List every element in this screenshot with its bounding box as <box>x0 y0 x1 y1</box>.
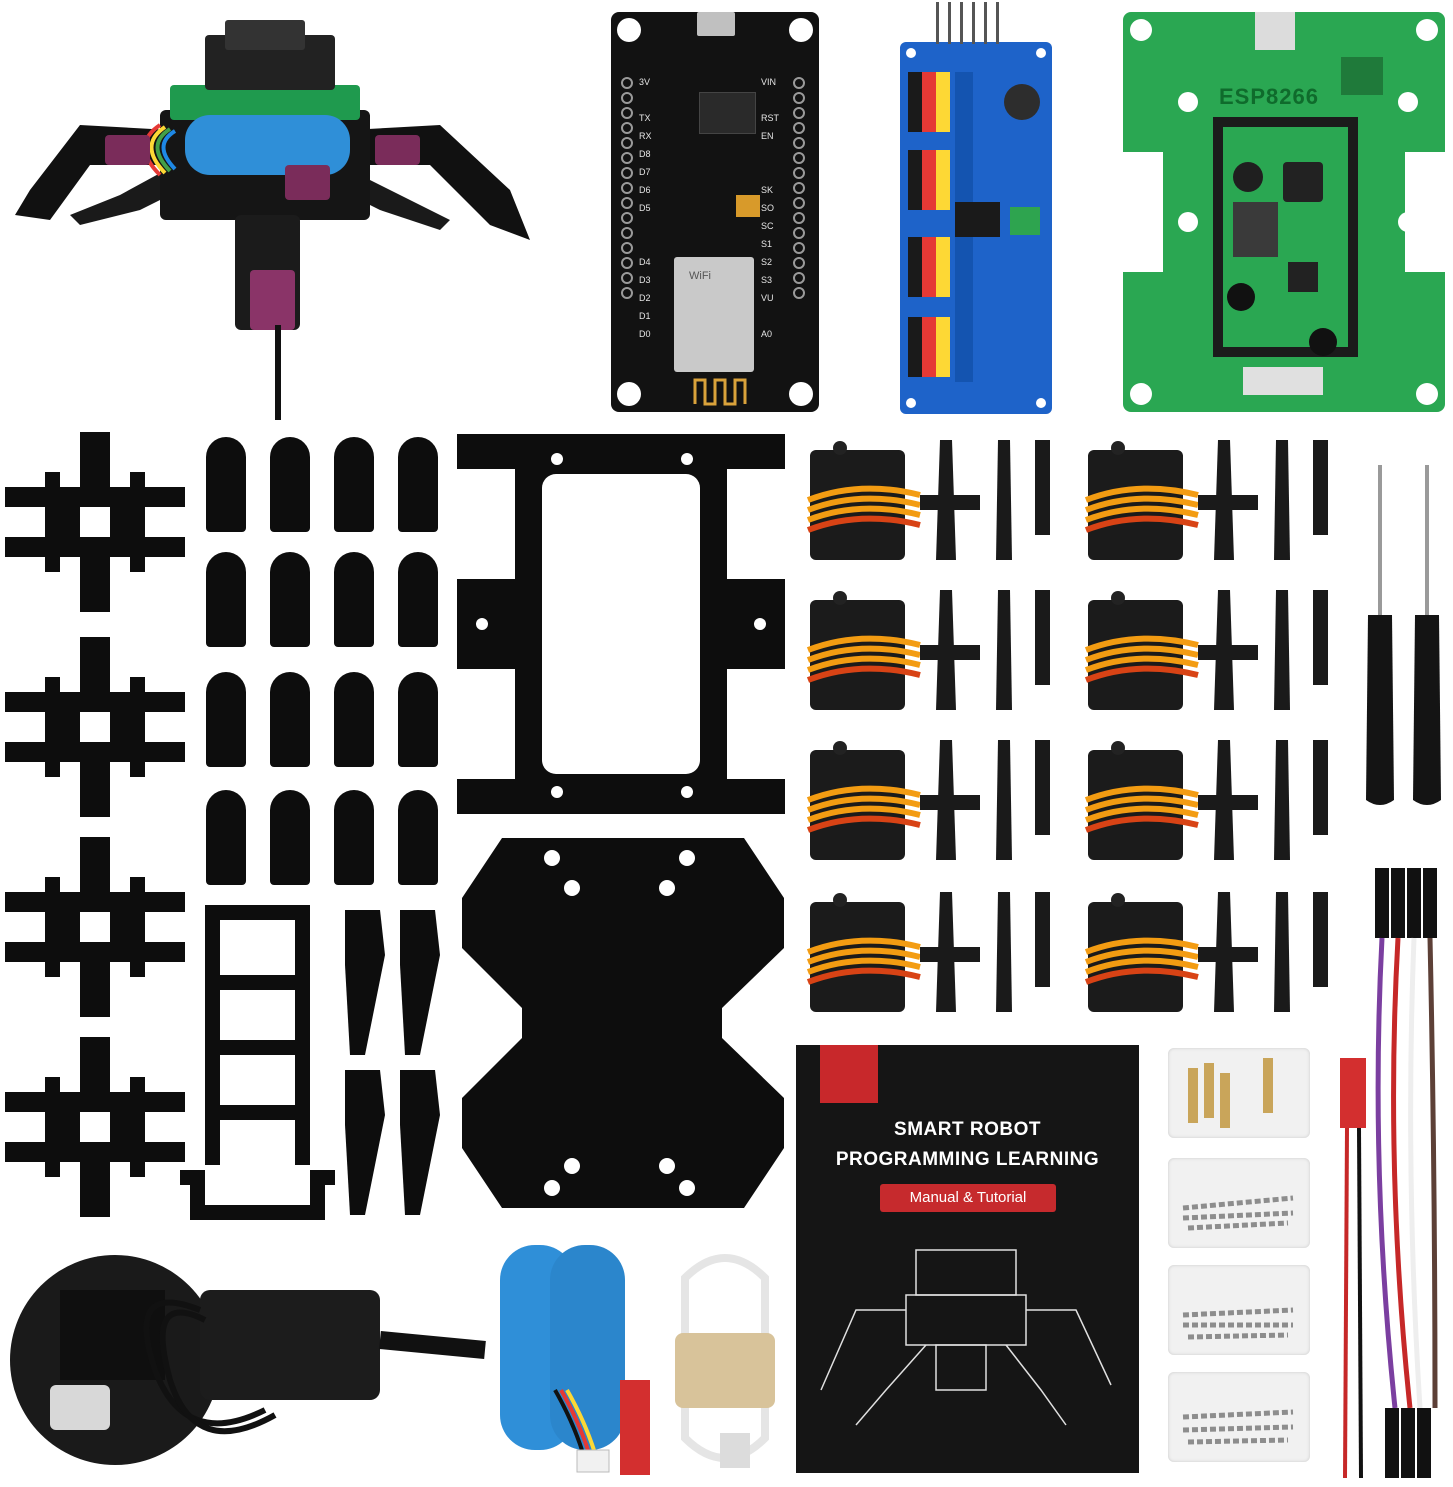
screw-bag <box>1168 1158 1310 1248</box>
esp8266-shield: ESP8266 <box>1123 12 1445 412</box>
left-pin-label: 3V <box>639 77 651 87</box>
screwdriver-set <box>1366 465 1441 805</box>
servo-bracket <box>206 552 246 647</box>
esp-module <box>674 257 754 372</box>
assembled-robot <box>10 15 530 420</box>
manual-title-line1: SMART ROBOT <box>894 1119 1041 1140</box>
servo-bracket <box>206 790 246 885</box>
top-frame-plate <box>457 434 785 814</box>
cross-piece <box>5 432 185 612</box>
cross-piece <box>5 837 185 1017</box>
right-pin-label: EN <box>761 131 774 141</box>
servo-bracket <box>206 437 246 532</box>
servo-bracket <box>398 672 438 767</box>
servo-motor <box>1084 590 1328 710</box>
servo-bracket <box>334 437 374 532</box>
right-pin-label: A0 <box>761 329 773 339</box>
manual-badge: Manual & Tutorial <box>880 1184 1056 1212</box>
screw-bag <box>1168 1265 1310 1355</box>
servo-motor <box>806 440 1050 560</box>
servo-bracket <box>270 790 310 885</box>
servo-bracket <box>334 790 374 885</box>
shield-label: ESP8266 <box>1219 84 1319 109</box>
jumper-wires <box>1375 868 1438 1478</box>
right-pin-label: S2 <box>761 257 773 267</box>
power-adapter <box>10 1255 486 1465</box>
manual-booklet: SMART ROBOT PROGRAMMING LEARNING Manual … <box>796 1045 1139 1473</box>
right-pin-label: S3 <box>761 275 773 285</box>
capacitor <box>736 195 760 217</box>
manual-corner-accent <box>820 1045 878 1103</box>
hook-piece-set <box>345 910 440 1215</box>
pca9685-servo-driver <box>900 2 1052 414</box>
left-pin-label: D2 <box>639 293 651 303</box>
mount-hole <box>617 18 641 42</box>
wifi-module-label: WiFi <box>689 270 711 282</box>
screw-bag <box>1168 1372 1310 1462</box>
servo-bracket <box>398 437 438 532</box>
battery-pack <box>500 1245 650 1475</box>
battery-lead <box>1340 1058 1366 1478</box>
mount-hole <box>789 382 813 406</box>
left-pin-label: D5 <box>639 203 651 213</box>
servo-bracket <box>270 672 310 767</box>
nodemcu-board: 3V TX RX D8 D7 D6 D5 D4 D3 D2 D1 D0 VIN … <box>611 12 819 412</box>
u-bracket-set <box>180 905 335 1220</box>
left-pin-label: D8 <box>639 149 651 159</box>
left-pin-label: D7 <box>639 167 651 177</box>
right-pin-label: SK <box>761 185 774 195</box>
left-pin-label: RX <box>639 131 652 141</box>
cross-piece <box>5 637 185 817</box>
brass-standoff-bag <box>1168 1048 1310 1138</box>
servo-bracket <box>206 672 246 767</box>
header-pins <box>936 2 999 44</box>
servo-bracket <box>398 790 438 885</box>
right-pin-label: S1 <box>761 239 773 249</box>
usb-chip <box>699 92 756 134</box>
servo-motor <box>806 740 1050 860</box>
servo-motor <box>1084 740 1328 860</box>
left-pin-label: D0 <box>639 329 651 339</box>
servo-motor <box>806 892 1050 1012</box>
servo-bracket <box>398 552 438 647</box>
right-pin-header <box>793 74 809 302</box>
antenna-trace <box>693 378 747 406</box>
servo-bracket <box>270 552 310 647</box>
robot-wireframe-illustration <box>820 1249 1112 1426</box>
right-pin-label: SC <box>761 221 774 231</box>
mount-hole <box>789 18 813 42</box>
manual-title-line2: PROGRAMMING LEARNING <box>835 1149 1100 1170</box>
right-pin-label: RST <box>761 113 779 123</box>
left-pin-label: D1 <box>639 311 651 321</box>
servo-bracket <box>270 437 310 532</box>
left-pin-label: D6 <box>639 185 651 195</box>
right-pin-label: SO <box>761 203 775 213</box>
cross-piece <box>5 1037 185 1217</box>
servo-motor <box>1084 892 1328 1012</box>
servo-motor <box>1084 440 1328 560</box>
left-pin-header <box>621 74 637 302</box>
left-pin-label: TX <box>639 113 651 123</box>
right-pin-label: VIN <box>761 77 777 87</box>
right-pin-label: VU <box>761 293 774 303</box>
usb-port <box>697 12 735 36</box>
usb-cable <box>675 1254 775 1468</box>
mount-hole <box>617 382 641 406</box>
servo-motor <box>806 590 1050 710</box>
chassis-plate <box>462 838 784 1208</box>
left-pin-label: D4 <box>639 257 651 267</box>
servo-bracket <box>334 552 374 647</box>
left-pin-label: D3 <box>639 275 651 285</box>
servo-bracket <box>334 672 374 767</box>
